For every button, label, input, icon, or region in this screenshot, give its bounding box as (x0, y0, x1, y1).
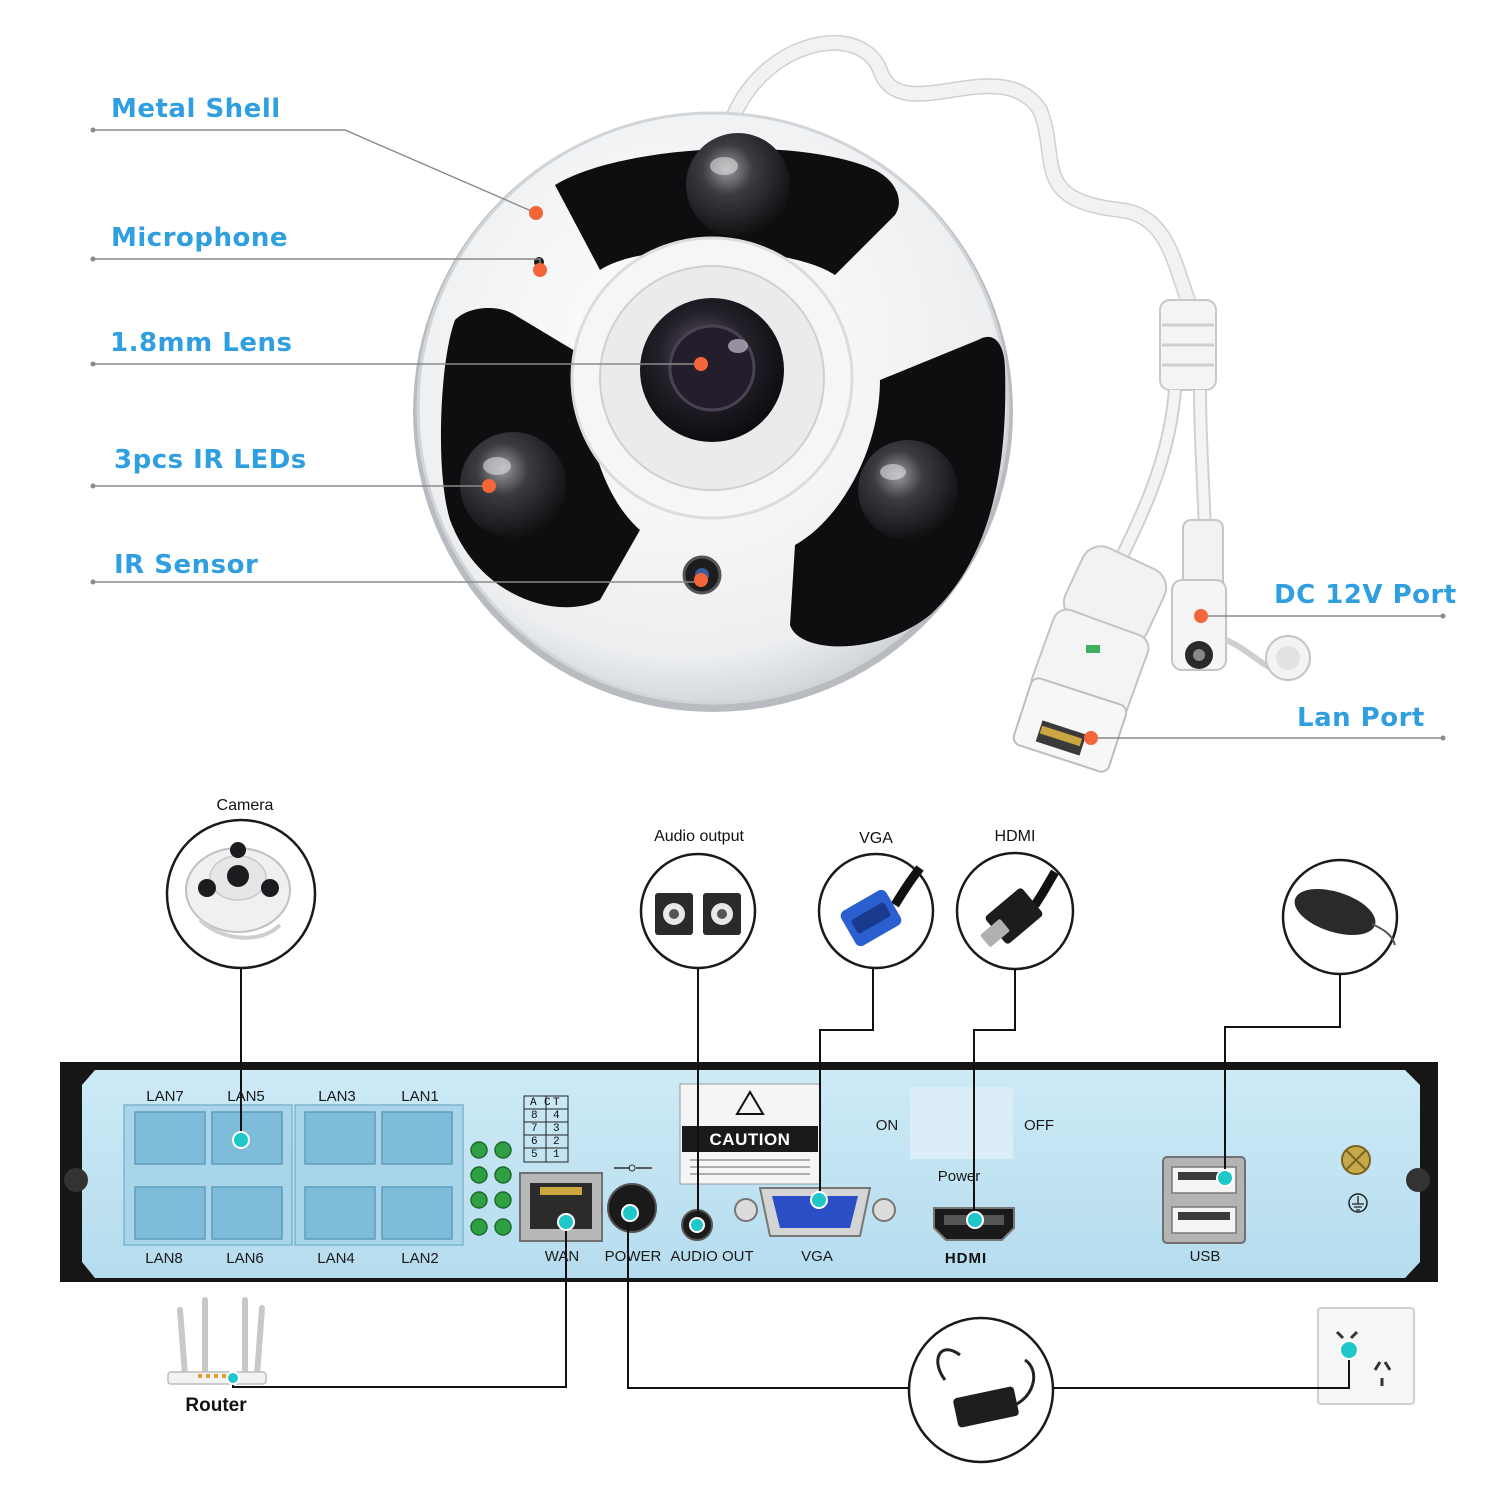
lan-label: LAN8 (145, 1250, 183, 1267)
callout-lens: 1.8mm Lens (110, 328, 293, 358)
cable-splitter (1113, 299, 1217, 564)
lan-label: LAN5 (227, 1088, 265, 1105)
hdmi-cable-thumbnail (980, 869, 1059, 947)
speakers-thumbnail (655, 893, 741, 935)
callout-ir-leds: 3pcs IR LEDs (114, 445, 307, 475)
act-cell: 6 (531, 1136, 538, 1148)
label-router: Router (185, 1395, 247, 1416)
camera-cable (722, 35, 1198, 313)
lan-label: LAN2 (401, 1250, 439, 1267)
act-header-c: C (544, 1097, 551, 1109)
camera-thumbnail (185, 842, 291, 940)
act-table-grid (523, 1095, 569, 1163)
vga-port (734, 1187, 896, 1237)
callout-metal-shell: Metal Shell (111, 94, 281, 124)
act-cell: 7 (531, 1123, 538, 1135)
lan-label: LAN1 (401, 1088, 439, 1105)
act-cell: 8 (531, 1110, 538, 1122)
wan-port (519, 1172, 603, 1242)
usb-ports (1162, 1156, 1246, 1244)
callout-microphone: Microphone (111, 223, 289, 253)
ground-screw (1341, 1145, 1371, 1213)
lan-label: LAN4 (317, 1250, 355, 1267)
status-leds (470, 1141, 512, 1236)
power-adapter-thumbnail (936, 1348, 1036, 1428)
power-label: POWER (604, 1248, 662, 1265)
wall-socket (1317, 1307, 1415, 1405)
hdmi-logo-text: HDMI (944, 1250, 988, 1267)
fisheye-camera (413, 111, 1013, 712)
act-header-a: A (530, 1097, 537, 1109)
dc-connector (1171, 519, 1311, 681)
caution-label (679, 1083, 821, 1185)
lan-label: LAN6 (226, 1250, 264, 1267)
switch-off-label: OFF (1024, 1117, 1054, 1134)
callout-ir-sensor: IR Sensor (114, 550, 259, 580)
lan-label: LAN7 (146, 1088, 184, 1105)
vga-cable-thumbnail (840, 865, 924, 947)
callout-leader-ends (90, 127, 1446, 741)
vga-port-label: VGA (801, 1248, 833, 1265)
lan-connector (1012, 545, 1168, 773)
act-header-t: T (553, 1097, 560, 1109)
wan-label: WAN (544, 1248, 580, 1265)
mouse-thumbnail (1294, 888, 1396, 946)
label-audio-output: Audio output (654, 828, 744, 845)
callout-lan-port: Lan Port (1297, 703, 1425, 733)
connector-dots (226, 1131, 1359, 1385)
caution-text: CAUTION (709, 1130, 791, 1149)
connection-wires (232, 968, 1350, 1389)
usb-label: USB (1189, 1248, 1221, 1265)
lan-label: LAN3 (318, 1088, 356, 1105)
act-cell: 1 (553, 1149, 560, 1161)
lan-port-block (123, 1104, 464, 1246)
router-device (167, 1297, 267, 1385)
label-camera: Camera (216, 797, 274, 814)
label-hdmi: HDMI (994, 828, 1036, 845)
audio-out-label: AUDIO OUT (670, 1248, 754, 1265)
power-switch-plate (910, 1087, 1013, 1159)
act-cell: 4 (553, 1110, 560, 1122)
label-vga: VGA (859, 830, 893, 847)
act-cell: 5 (531, 1149, 538, 1161)
switch-on-label: ON (875, 1117, 899, 1134)
callout-dc-port: DC 12V Port (1274, 580, 1457, 610)
act-cell: 2 (553, 1136, 560, 1148)
act-cell: 3 (553, 1123, 560, 1135)
callout-dots (482, 206, 1208, 745)
power-switch-label: Power (937, 1168, 981, 1185)
